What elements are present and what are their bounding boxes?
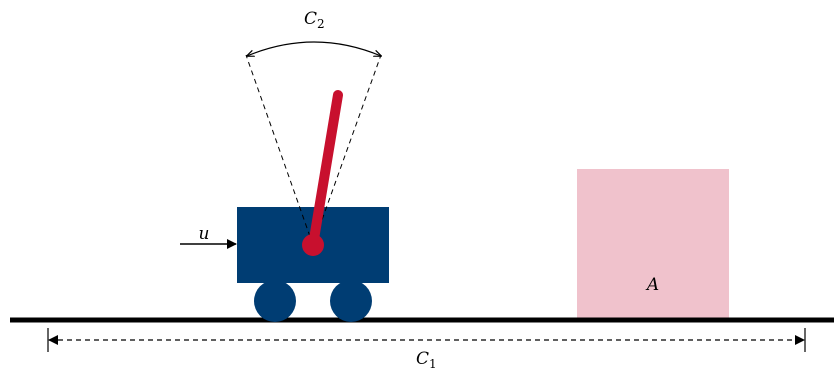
target-box xyxy=(577,169,729,319)
angle-limit-left xyxy=(245,54,314,246)
angle-range-arc xyxy=(247,41,381,56)
pole xyxy=(308,90,343,250)
track-range-label: C1 xyxy=(416,349,437,370)
angle-limit-right xyxy=(312,54,382,246)
angle-range-label: C2 xyxy=(304,9,325,31)
target-label: A xyxy=(645,275,659,295)
force-label: u xyxy=(199,224,210,244)
pole-pivot xyxy=(302,234,324,256)
cart-wheel-right xyxy=(330,280,372,322)
cart-wheel-left xyxy=(254,280,296,322)
